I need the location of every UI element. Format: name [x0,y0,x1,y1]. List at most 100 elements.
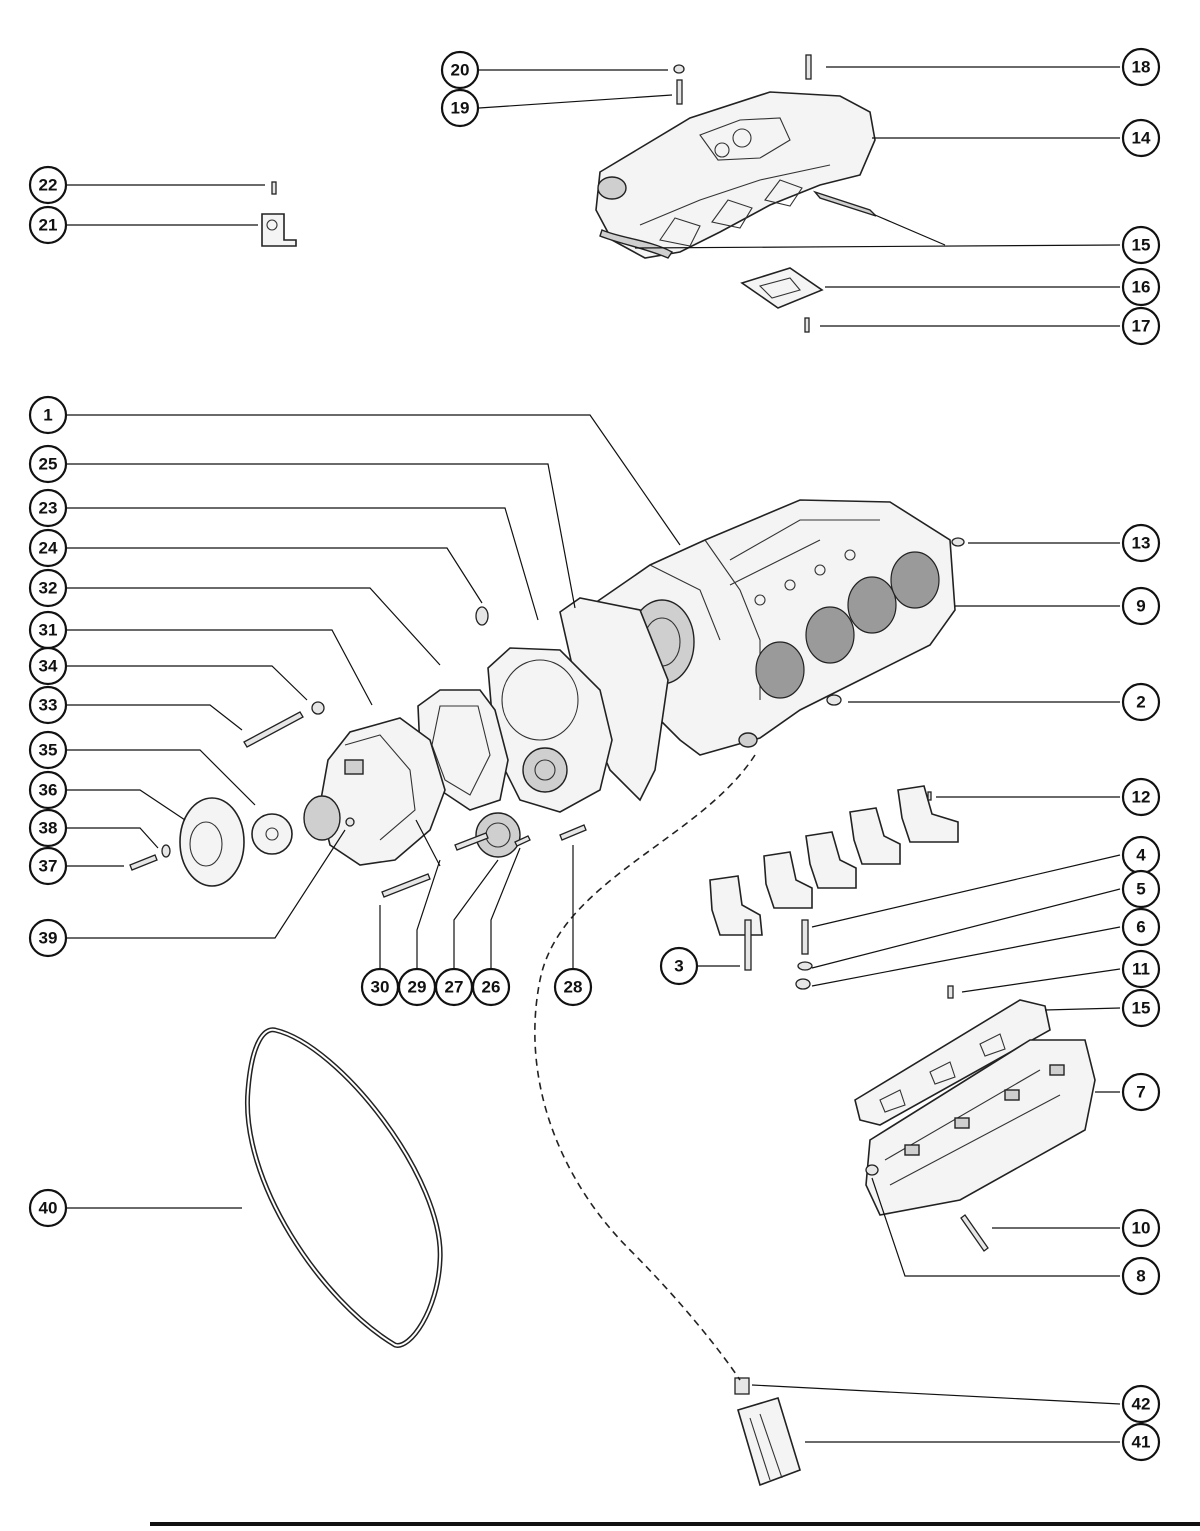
svg-text:19: 19 [451,99,470,118]
svg-text:29: 29 [408,978,427,997]
manifold-gasket-strip-1 [599,229,674,259]
callout-15-top: 15 [1121,225,1161,265]
main-bearing-bolt [744,919,752,971]
callout-3: 3 [659,946,699,986]
water-pump [303,717,446,866]
callout-26: 26 [471,967,511,1007]
callout-21: 21 [28,205,68,245]
callout-41: 41 [1121,1422,1161,1462]
svg-text:10: 10 [1132,1219,1151,1238]
svg-text:6: 6 [1136,918,1145,937]
svg-text:31: 31 [39,621,58,640]
svg-text:7: 7 [1136,1083,1145,1102]
manifold-gasket-strip-2 [812,190,877,217]
callout-37: 37 [28,846,68,886]
head-plug [947,985,954,999]
svg-text:12: 12 [1132,788,1151,807]
callout-19: 19 [440,88,480,128]
callout-31: 31 [28,610,68,650]
callout-14: 14 [1121,118,1161,158]
callout-2: 2 [1121,682,1161,722]
callout-40: 40 [28,1188,68,1228]
callout-9: 9 [1121,586,1161,626]
callout-33: 33 [28,685,68,725]
callout-24: 24 [28,528,68,568]
block-dowel-pin [826,694,842,706]
svg-text:35: 35 [39,741,58,760]
svg-text:28: 28 [564,978,583,997]
svg-text:27: 27 [445,978,464,997]
main-bearing-caps [709,785,959,936]
svg-text:11: 11 [1132,960,1150,979]
callout-6: 6 [1121,907,1161,947]
svg-text:18: 18 [1132,58,1151,77]
svg-text:23: 23 [39,499,58,518]
callout-28-a: 28 [553,967,593,1007]
callout-16: 16 [1121,267,1161,307]
crankshaft-front-seal [475,812,521,858]
svg-text:15: 15 [1132,999,1151,1018]
timing-chain-cover [487,647,613,813]
stud-washer [797,961,813,971]
svg-text:33: 33 [39,696,58,715]
svg-text:41: 41 [1132,1433,1151,1452]
svg-text:13: 13 [1132,534,1151,553]
svg-text:36: 36 [39,781,58,800]
callout-30: 30 [360,967,400,1007]
callouts: 1 2 3 4 5 6 7 8 9 10 11 12 13 14 15 15 1… [28,47,1161,1462]
cover-o-ring [475,606,489,626]
callout-15-bottom: 15 [1121,988,1161,1028]
stud-nut [795,978,811,990]
svg-text:42: 42 [1132,1395,1151,1414]
oil-filter-adapter [734,1377,750,1395]
callout-32: 32 [28,568,68,608]
head-bolt [960,1214,989,1252]
cover-screw [559,824,587,841]
callout-22: 22 [28,165,68,205]
svg-text:34: 34 [39,657,58,676]
timing-cover-bolt [454,832,489,851]
head-dowel-pin [865,1164,879,1176]
svg-text:1: 1 [43,406,52,425]
manifold-nut [673,64,685,74]
callout-35: 35 [28,730,68,770]
drive-belt [244,1027,443,1348]
block-plug [951,537,965,547]
timing-cover-long-bolt [381,873,431,898]
water-pump-washer [311,701,325,715]
callout-36: 36 [28,770,68,810]
svg-text:39: 39 [39,929,58,948]
bottom-border [150,1522,1200,1526]
callout-23: 23 [28,488,68,528]
callout-38: 38 [28,808,68,848]
svg-text:30: 30 [371,978,390,997]
svg-text:9: 9 [1136,597,1145,616]
svg-text:32: 32 [39,579,58,598]
callout-18: 18 [1121,47,1161,87]
manifold-stud [676,79,683,105]
callout-12: 12 [1121,777,1161,817]
svg-text:4: 4 [1136,846,1146,865]
cylinder-head-gasket [854,999,1051,1126]
plate-screw [804,317,810,333]
cylinder-block [594,499,956,756]
callout-42: 42 [1121,1384,1161,1424]
callout-25: 25 [28,444,68,484]
svg-text:2: 2 [1136,693,1145,712]
main-bearing-stud [801,919,809,955]
manifold-bolt [805,54,812,80]
svg-text:38: 38 [39,819,58,838]
bearing-cap-dowel [927,791,932,801]
svg-text:3: 3 [674,957,683,976]
water-pump-pulley [179,797,245,887]
svg-text:5: 5 [1136,880,1145,899]
pulley-washer [161,844,171,858]
callout-27: 27 [434,967,474,1007]
callout-7: 7 [1121,1072,1161,1112]
pulley-bolt [129,854,158,871]
callout-5: 5 [1121,869,1161,909]
bracket-screw [271,181,277,195]
leader-lines [67,66,1121,1443]
callout-20: 20 [440,50,480,90]
